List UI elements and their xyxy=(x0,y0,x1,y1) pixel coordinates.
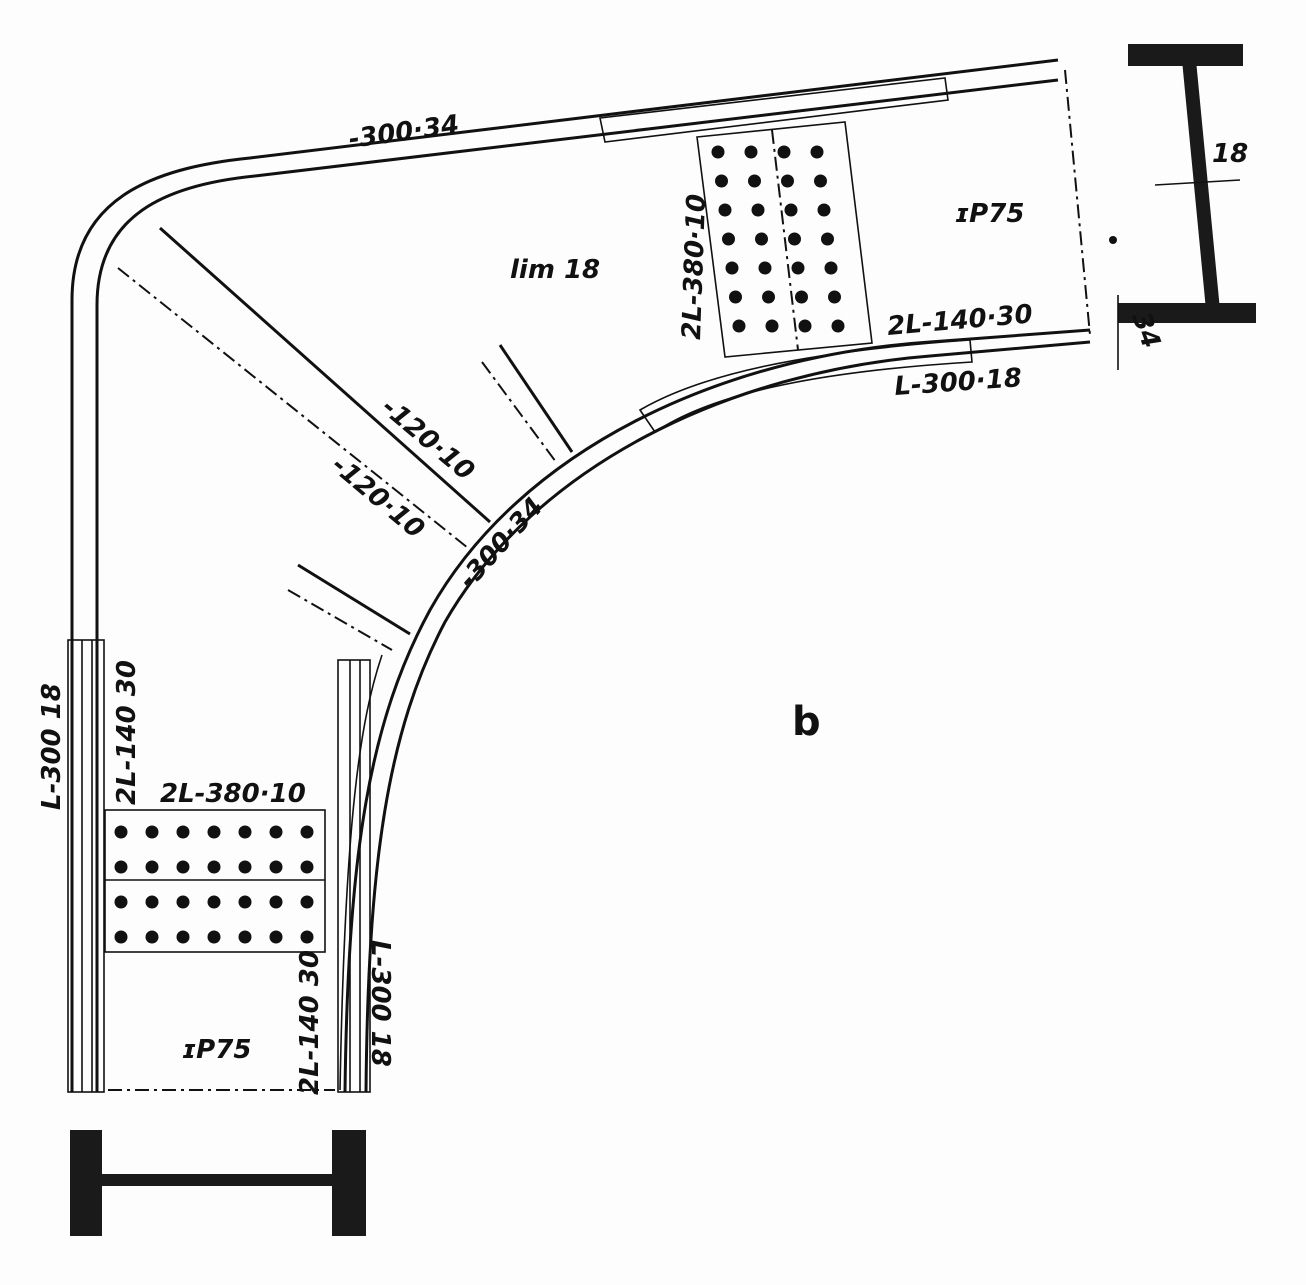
bolt-hole xyxy=(300,930,314,944)
bolt-hole xyxy=(176,930,190,944)
bottom-splice-plate xyxy=(104,809,326,953)
label-bottom-right-flange: L-300 18 xyxy=(365,940,395,1067)
label-top-inner-flange: L-300·18 xyxy=(893,363,1022,402)
label-left-angles: 2L-140 30 xyxy=(112,660,142,805)
bolt-hole xyxy=(751,203,765,217)
label-web: lim 18 xyxy=(510,255,600,285)
figure-label: b xyxy=(792,699,821,745)
label-top-beam: ɪP75 xyxy=(955,199,1024,229)
bolt-hole xyxy=(781,174,794,188)
label-top-splice-plate: 2L-380·10 xyxy=(677,194,712,341)
bolt-hole xyxy=(238,825,252,839)
bolt-hole xyxy=(788,232,801,246)
bolt-hole xyxy=(831,319,845,333)
label-inner-flange: -300·34 xyxy=(453,492,550,595)
bolt-hole xyxy=(300,825,314,839)
bolt-hole xyxy=(810,145,824,159)
bolt-hole xyxy=(814,174,827,188)
bolt-hole xyxy=(732,319,746,333)
bolt-hole xyxy=(114,825,128,839)
bolt-hole xyxy=(238,860,252,874)
bolt-hole xyxy=(748,174,761,188)
bolt-hole xyxy=(145,895,159,909)
label-left-outer-flange: L-300 18 xyxy=(37,683,67,810)
bolt-hole xyxy=(300,860,314,874)
bolt-hole xyxy=(828,290,841,304)
bolt-hole xyxy=(145,825,159,839)
bolt-hole xyxy=(114,895,128,909)
inner-flange xyxy=(339,328,1091,1093)
bolt-hole xyxy=(145,930,159,944)
bolt-hole xyxy=(722,232,735,246)
bolt-hole xyxy=(725,261,739,275)
bolt-hole xyxy=(207,860,221,874)
bolt-hole xyxy=(744,145,758,159)
label-brace-2: -120·10 xyxy=(326,450,430,544)
left-angles xyxy=(67,639,371,1093)
label-top-flange: -300·34 xyxy=(347,110,461,155)
bolt-hole xyxy=(269,825,283,839)
bolt-hole xyxy=(176,895,190,909)
bolt-hole xyxy=(824,261,838,275)
bolt-hole xyxy=(269,860,283,874)
bolt-hole xyxy=(795,290,808,304)
label-bottom-right-angles: 2L-140 30 xyxy=(295,950,325,1095)
bolt-hole xyxy=(817,203,831,217)
i-beam-section-bottom xyxy=(70,1130,366,1236)
bolt-hole xyxy=(207,895,221,909)
outer-flange xyxy=(70,58,1059,1092)
centerline-right xyxy=(1064,69,1091,336)
bolt-hole xyxy=(765,319,779,333)
bracing xyxy=(117,226,574,651)
label-bottom-beam: ɪP75 xyxy=(182,1035,251,1065)
bolt-hole xyxy=(176,825,190,839)
label-bottom-splice-plate: 2L-380·10 xyxy=(160,779,306,809)
top-splice-plate xyxy=(696,121,873,358)
bolt-hole xyxy=(729,290,742,304)
bolt-hole xyxy=(238,930,252,944)
bolt-hole xyxy=(145,860,159,874)
bolt-hole xyxy=(238,895,252,909)
bolt-hole xyxy=(755,232,768,246)
bolt-hole xyxy=(114,860,128,874)
center-point xyxy=(1109,236,1117,244)
bolt-hole xyxy=(821,232,834,246)
bolt-hole xyxy=(762,290,775,304)
label-brace-1: -120·10 xyxy=(376,392,480,486)
bolt-hole xyxy=(791,261,805,275)
bolt-hole xyxy=(798,319,812,333)
bolt-hole xyxy=(777,145,791,159)
bolt-hole xyxy=(269,895,283,909)
bolt-hole xyxy=(207,825,221,839)
bolt-hole xyxy=(269,930,283,944)
bolt-hole xyxy=(176,860,190,874)
bolt-hole xyxy=(784,203,798,217)
label-web-dim: 18 xyxy=(1212,139,1248,169)
bolt-hole xyxy=(718,203,732,217)
i-beam-section-right xyxy=(1117,44,1256,370)
bolt-hole xyxy=(207,930,221,944)
bolt-hole xyxy=(300,895,314,909)
bolt-hole xyxy=(114,930,128,944)
bolt-hole xyxy=(758,261,772,275)
bolt-hole xyxy=(715,174,728,188)
bolt-hole xyxy=(711,145,725,159)
